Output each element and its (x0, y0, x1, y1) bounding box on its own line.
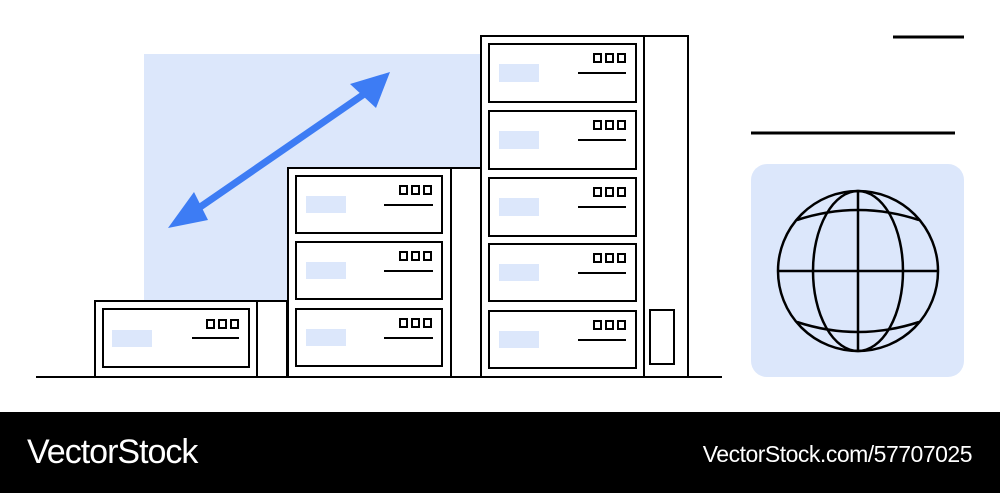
double-arrow-icon (168, 72, 390, 228)
watermark-footer: VectorStock VectorStock.com/57707025 (0, 412, 1000, 493)
server-unit (488, 110, 637, 170)
globe-icon (776, 189, 940, 353)
server-unit (295, 308, 443, 367)
server-rack-small (94, 300, 288, 378)
server-unit (488, 177, 637, 237)
server-unit (295, 175, 443, 234)
server-unit (488, 43, 637, 103)
rack-door-handle (649, 309, 675, 365)
brand-name: VectorStock (27, 433, 198, 471)
server-unit (295, 241, 443, 300)
server-unit (488, 310, 637, 369)
server-rack-medium (287, 167, 482, 378)
server-scaling-illustration (36, 35, 964, 378)
server-rack-tall (480, 35, 689, 378)
stock-id: VectorStock.com/57707025 (702, 441, 973, 467)
server-unit (102, 308, 250, 368)
server-unit (488, 243, 637, 302)
